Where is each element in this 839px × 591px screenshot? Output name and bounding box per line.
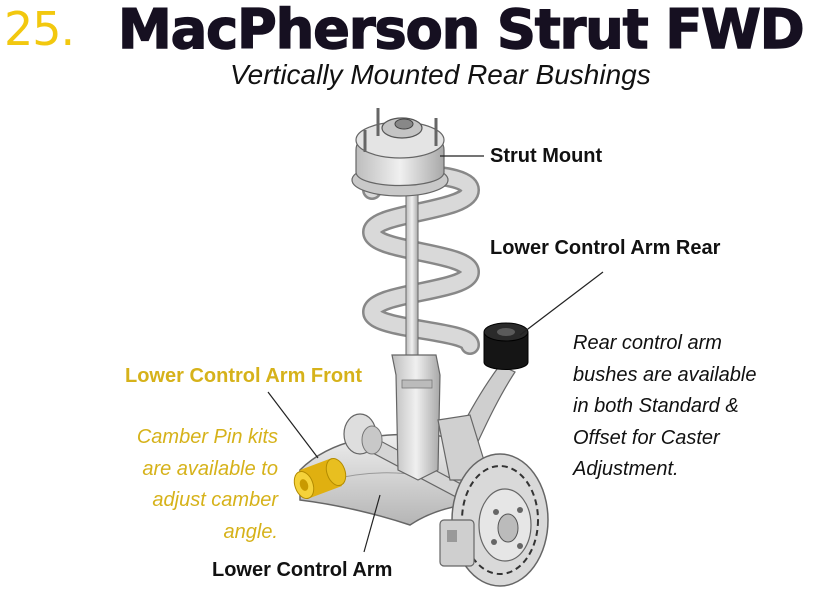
camber-pin-note: Camber Pin kits are available to adjust … [137, 422, 278, 548]
rear-bush-part [483, 322, 529, 370]
leader-lower-arm [363, 494, 381, 553]
camber-pin-note-line: Camber Pin kits [136, 426, 278, 448]
leader-lines [267, 155, 604, 553]
page-subtitle: Vertically Mounted Rear Bushings [230, 59, 651, 90]
label-lower-control-arm: Lower Control Arm [212, 559, 393, 581]
rear-bush-note: Rear control arm bushes are available in… [573, 328, 756, 486]
page-title: MacPherson Strut FWD [117, 0, 805, 61]
leader-lower-arm-rear [519, 271, 604, 336]
coil-spring-part [361, 165, 481, 355]
rear-bush-note-line: Offset for Caster [573, 426, 720, 449]
leader-lower-arm-front [267, 391, 319, 459]
section-number: 25. [4, 2, 75, 56]
strut-mount-part [351, 108, 449, 197]
rear-bush-note-line: Rear control arm [573, 332, 722, 354]
brake-disc-part [439, 453, 549, 587]
camber-pin-note-line: angle. [223, 520, 279, 543]
label-lower-control-arm-rear: Lower Control Arm Rear [490, 237, 721, 259]
rear-bush-note-line: bushes are available [573, 363, 757, 386]
rear-bush-note-line: Adjustment. [573, 458, 679, 480]
front-bush-part [293, 457, 347, 500]
camber-pin-note-line: adjust camber [152, 489, 278, 511]
camber-pin-note-line: are available to [142, 457, 278, 480]
rear-bush-note-line: in both Standard & [573, 395, 739, 417]
label-strut-mount: Strut Mount [490, 145, 603, 167]
label-lower-control-arm-front: Lower Control Arm Front [125, 365, 363, 387]
